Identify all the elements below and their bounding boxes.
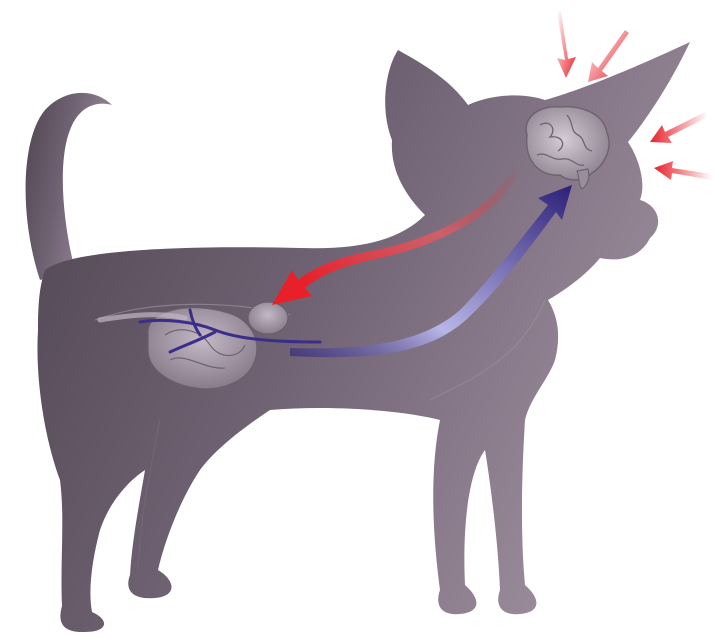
stress-arrow-3 — [650, 112, 708, 143]
stress-arrow-4 — [654, 161, 712, 180]
stomach — [248, 302, 288, 334]
stress-arrow-1 — [557, 12, 576, 78]
dog-tail — [26, 93, 112, 280]
